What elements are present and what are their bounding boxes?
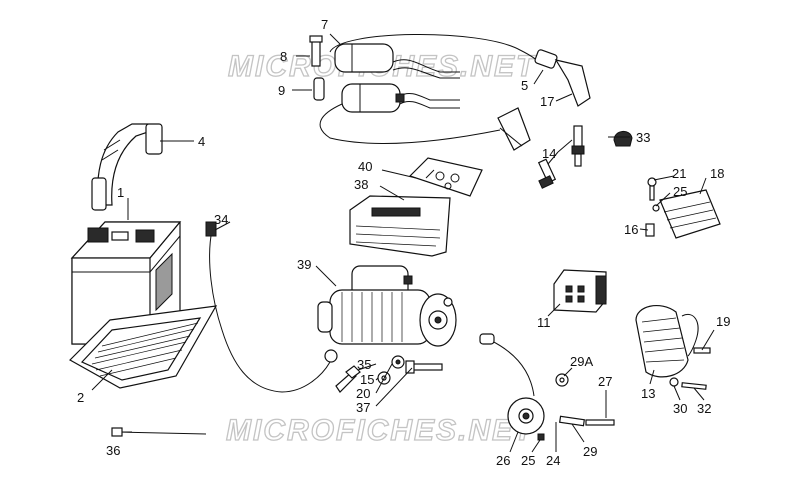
callout-14: 14 bbox=[542, 146, 556, 161]
callout-labels: 1 2 4 5 7 8 9 11 13 14 15 16 17 18 19 20… bbox=[77, 17, 730, 468]
callout-17: 17 bbox=[540, 94, 554, 109]
callout-34: 34 bbox=[214, 212, 228, 227]
battery-cable bbox=[205, 221, 338, 393]
callout-36: 36 bbox=[106, 443, 120, 458]
callout-5: 5 bbox=[521, 78, 528, 93]
ignition-coils bbox=[309, 33, 541, 144]
callout-1: 1 bbox=[117, 185, 124, 200]
callout-16: 16 bbox=[624, 222, 638, 237]
battery-tray bbox=[69, 305, 218, 389]
callout-18: 18 bbox=[710, 166, 724, 181]
callout-39: 39 bbox=[297, 257, 311, 272]
callout-11: 11 bbox=[537, 315, 551, 330]
callout-21: 21 bbox=[672, 166, 686, 181]
spark-plug-cap bbox=[497, 49, 591, 151]
callout-24: 24 bbox=[546, 453, 560, 468]
callout-19: 19 bbox=[716, 314, 730, 329]
callout-37: 37 bbox=[356, 400, 370, 415]
callout-29: 29 bbox=[583, 444, 597, 459]
alternator bbox=[635, 304, 711, 390]
callout-15: 15 bbox=[360, 372, 374, 387]
callout-8: 8 bbox=[280, 49, 287, 64]
callout-27: 27 bbox=[598, 374, 612, 389]
battery-strap bbox=[91, 123, 163, 211]
callout-7: 7 bbox=[321, 17, 328, 32]
callout-4: 4 bbox=[198, 134, 205, 149]
voltage-regulator bbox=[645, 177, 721, 239]
callout-25-regulator: 25 bbox=[673, 184, 687, 199]
starter-bolts bbox=[335, 355, 443, 393]
callout-38: 38 bbox=[354, 177, 368, 192]
callout-25-pickup: 25 bbox=[521, 453, 535, 468]
callout-2: 2 bbox=[77, 390, 84, 405]
callout-13: 13 bbox=[641, 386, 655, 401]
callout-26: 26 bbox=[496, 453, 510, 468]
callout-30: 30 bbox=[673, 401, 687, 416]
callout-20: 20 bbox=[356, 386, 370, 401]
watermark-bottom: MICROFICHES.NET bbox=[226, 414, 535, 447]
starter-cover bbox=[349, 195, 451, 257]
wiring-connector bbox=[553, 269, 607, 313]
decal-card bbox=[408, 157, 483, 197]
callout-40: 40 bbox=[358, 159, 372, 174]
callout-29a: 29A bbox=[570, 354, 593, 369]
callout-9: 9 bbox=[278, 83, 285, 98]
ignition-pickup bbox=[479, 333, 615, 441]
spark-plugs bbox=[537, 125, 633, 189]
starter-motor bbox=[317, 265, 457, 347]
callout-35: 35 bbox=[357, 357, 371, 372]
callout-32: 32 bbox=[697, 401, 711, 416]
leader-lines bbox=[91, 33, 715, 453]
callout-33: 33 bbox=[636, 130, 650, 145]
